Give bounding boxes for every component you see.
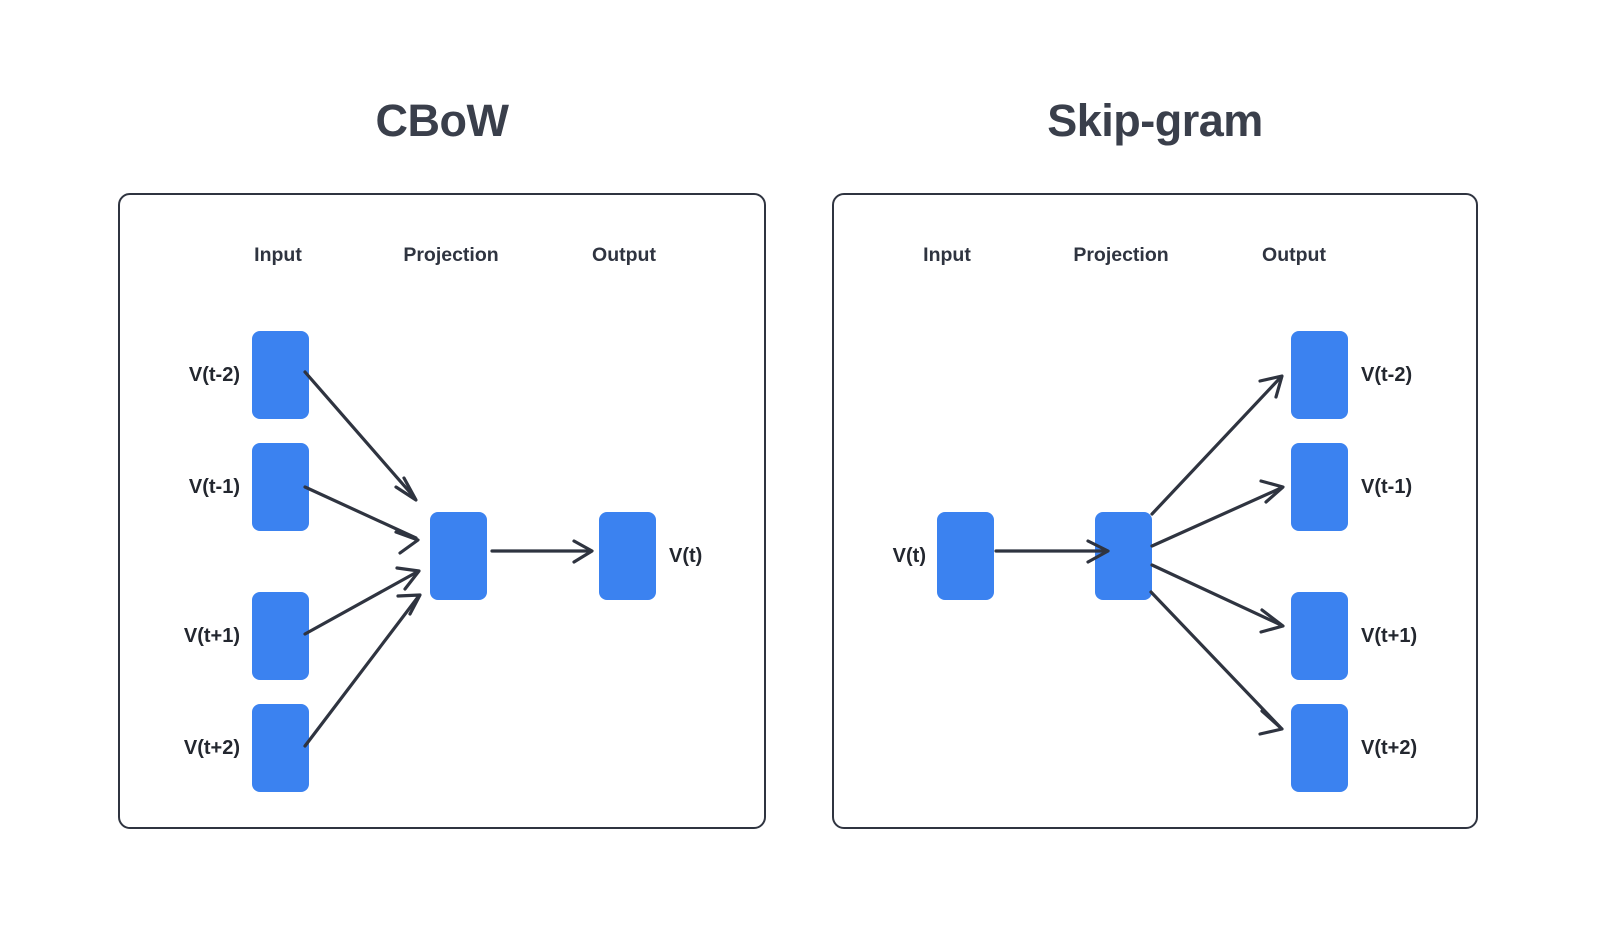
skipgram-column-header-projection: Projection: [1073, 244, 1169, 266]
skipgram-output-label-3: V(t+2): [1361, 737, 1418, 759]
cbow-input-node-0[interactable]: [252, 331, 309, 419]
cbow-input-node-3[interactable]: [252, 704, 309, 792]
skipgram-output-label-2: V(t+1): [1361, 625, 1418, 647]
cbow-column-header-input: Input: [254, 244, 302, 266]
cbow-input-node-1[interactable]: [252, 443, 309, 531]
skipgram-output-label-1: V(t-1): [1361, 476, 1413, 498]
cbow-input-label-2: V(t+1): [183, 625, 240, 647]
cbow-title: CBoW: [375, 95, 509, 146]
skipgram-panel: Input Projection Output V(t) V(t-2) V(t-…: [832, 193, 1478, 829]
cbow-output-node[interactable]: [599, 512, 656, 600]
skipgram-input-node[interactable]: [937, 512, 994, 600]
skipgram-projection-node[interactable]: [1095, 512, 1152, 600]
cbow-column-header-projection: Projection: [403, 244, 499, 266]
skipgram-column-header-output: Output: [1262, 244, 1326, 266]
cbow-projection-node[interactable]: [430, 512, 487, 600]
skipgram-input-label: V(t): [892, 545, 926, 567]
skipgram-column-header-input: Input: [923, 244, 971, 266]
skipgram-output-label-0: V(t-2): [1361, 364, 1413, 386]
cbow-output-label: V(t): [669, 545, 703, 567]
cbow-input-label-3: V(t+2): [183, 737, 240, 759]
skipgram-output-node-1[interactable]: [1291, 443, 1348, 531]
skipgram-title: Skip-gram: [1047, 95, 1263, 146]
skipgram-output-node-0[interactable]: [1291, 331, 1348, 419]
skipgram-output-node-3[interactable]: [1291, 704, 1348, 792]
cbow-column-header-output: Output: [592, 244, 656, 266]
cbow-input-label-0: V(t-2): [188, 364, 240, 386]
cbow-panel: Input Projection Output V(t-2) V(t-1) V(…: [118, 193, 766, 829]
cbow-input-label-1: V(t-1): [188, 476, 240, 498]
skipgram-output-node-2[interactable]: [1291, 592, 1348, 680]
cbow-input-node-2[interactable]: [252, 592, 309, 680]
